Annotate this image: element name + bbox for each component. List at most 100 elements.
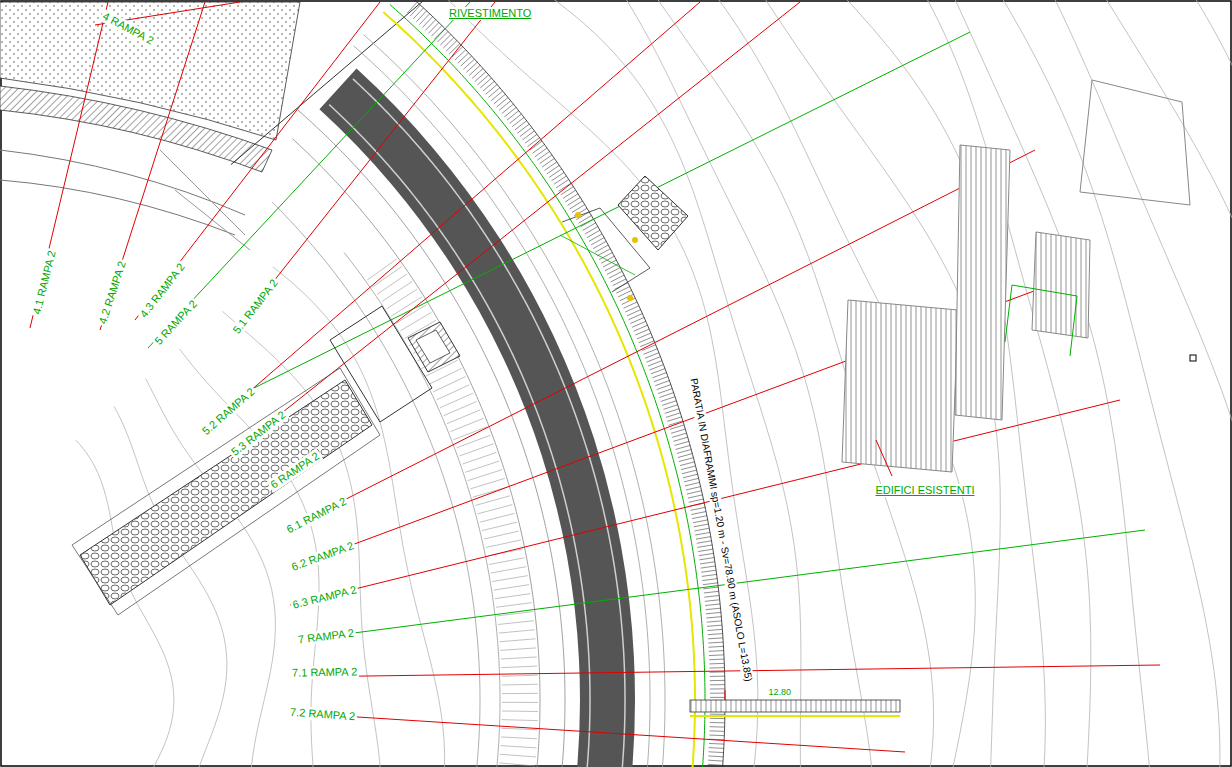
lane-line	[329, 105, 590, 767]
drawing-line	[491, 567, 526, 573]
drawing-line	[699, 558, 714, 560]
drawing-line	[462, 452, 496, 464]
drawing-line	[502, 702, 538, 703]
drawing-line	[549, 169, 561, 177]
drawing-line	[484, 531, 519, 539]
drawing-line	[709, 751, 724, 753]
drawing-line	[634, 325, 648, 331]
section-label: 7.1 RAMPA 2	[289, 665, 358, 679]
drawing-line	[709, 735, 724, 737]
drawing-line	[674, 441, 688, 445]
drawing-line	[496, 98, 508, 108]
drawing-line	[697, 545, 712, 547]
section-label: 4 RAMPA 2	[98, 8, 157, 48]
drawing-line	[480, 78, 491, 88]
wall-note: PARATIA IN DIAFRAMMI sp=1.20 m - Sv=78.9…	[687, 376, 755, 685]
drawing-line	[708, 642, 723, 644]
drawing-line	[502, 675, 538, 676]
drawing-line	[431, 26, 442, 37]
drawing-line	[433, 377, 466, 392]
drawing-line	[673, 437, 687, 441]
drawing-line	[496, 603, 532, 608]
building-outline	[1005, 285, 1077, 356]
drawing-line	[568, 197, 581, 205]
drawing-line	[416, 11, 426, 22]
drawing-line	[709, 654, 724, 656]
drawing-line	[695, 528, 710, 531]
drawing-line	[699, 553, 714, 555]
drawing-line	[469, 65, 480, 75]
section-label: 5.2 RAMPA 2	[198, 383, 259, 438]
drawing-line	[707, 621, 722, 622]
contour-line	[76, 440, 174, 767]
section-line	[30, 2, 108, 328]
drawing-line	[480, 513, 515, 522]
building	[1080, 80, 1190, 205]
drawing-line	[585, 227, 598, 235]
stone-channel	[80, 380, 372, 605]
drawing-line	[425, 20, 435, 31]
drawing-line	[678, 454, 692, 458]
wall-edge	[403, 0, 725, 767]
drawing-line	[502, 693, 538, 694]
kerb-line	[354, 46, 650, 767]
drawing-line	[700, 562, 715, 564]
contour-line	[247, 0, 1232, 767]
drawing-line	[710, 726, 725, 727]
drawing-line	[458, 53, 469, 63]
drawing-line	[663, 405, 677, 410]
drawing-line	[645, 353, 659, 359]
drawing-line	[413, 8, 423, 19]
drawing-line	[687, 491, 702, 494]
drawing-line	[683, 474, 698, 478]
drawing-line	[492, 576, 528, 582]
wall-segment	[690, 700, 900, 712]
drawing-line	[698, 549, 713, 551]
section-label: 4.2 RAMPA 2	[95, 257, 129, 327]
drawing-line	[710, 693, 725, 694]
drawing-line	[572, 205, 585, 213]
contour-line	[194, 0, 1220, 767]
drawing-line	[707, 629, 722, 630]
drawing-line	[651, 369, 665, 374]
drawing-line	[709, 747, 724, 749]
drawing-line	[537, 151, 549, 160]
section-line	[295, 713, 905, 752]
drawing-line	[692, 516, 707, 519]
wall-axis	[690, 715, 900, 717]
drawing-line	[478, 505, 513, 514]
drawing-line	[507, 111, 519, 120]
drawing-line	[652, 373, 666, 378]
survey-point	[575, 212, 581, 218]
drawing-line	[429, 368, 461, 384]
drawing-line	[665, 409, 679, 414]
slope-line	[344, 252, 500, 767]
drawing-line	[501, 666, 537, 668]
drawing-line	[630, 317, 644, 323]
drawing-line	[502, 710, 538, 712]
drawing-line	[702, 579, 717, 581]
drawing-line	[419, 14, 429, 25]
section-label: 5.1 RAMPA 2	[229, 275, 282, 338]
drawing-line	[704, 596, 719, 598]
section-label: 6.2 RAMPA 2	[287, 538, 357, 574]
drawing-line	[684, 478, 699, 482]
drawing-line	[512, 117, 524, 126]
drawing-line	[500, 754, 536, 757]
leader-line	[876, 440, 892, 476]
channel-edge	[72, 368, 380, 615]
drawing-line	[710, 684, 725, 685]
drawing-line	[466, 62, 477, 72]
outlet-line	[560, 235, 635, 275]
drawing-line	[697, 541, 712, 544]
drawing-line	[706, 608, 721, 609]
drawing-line	[407, 2, 417, 13]
dimension-text: 12.80	[767, 687, 794, 698]
drawing-line	[428, 23, 438, 34]
drawing-line	[643, 349, 657, 355]
drawing-line	[677, 449, 691, 453]
drawing-line	[710, 680, 725, 681]
section-label: 6 RAMPA 2	[266, 448, 323, 493]
outlet-box	[562, 208, 650, 292]
